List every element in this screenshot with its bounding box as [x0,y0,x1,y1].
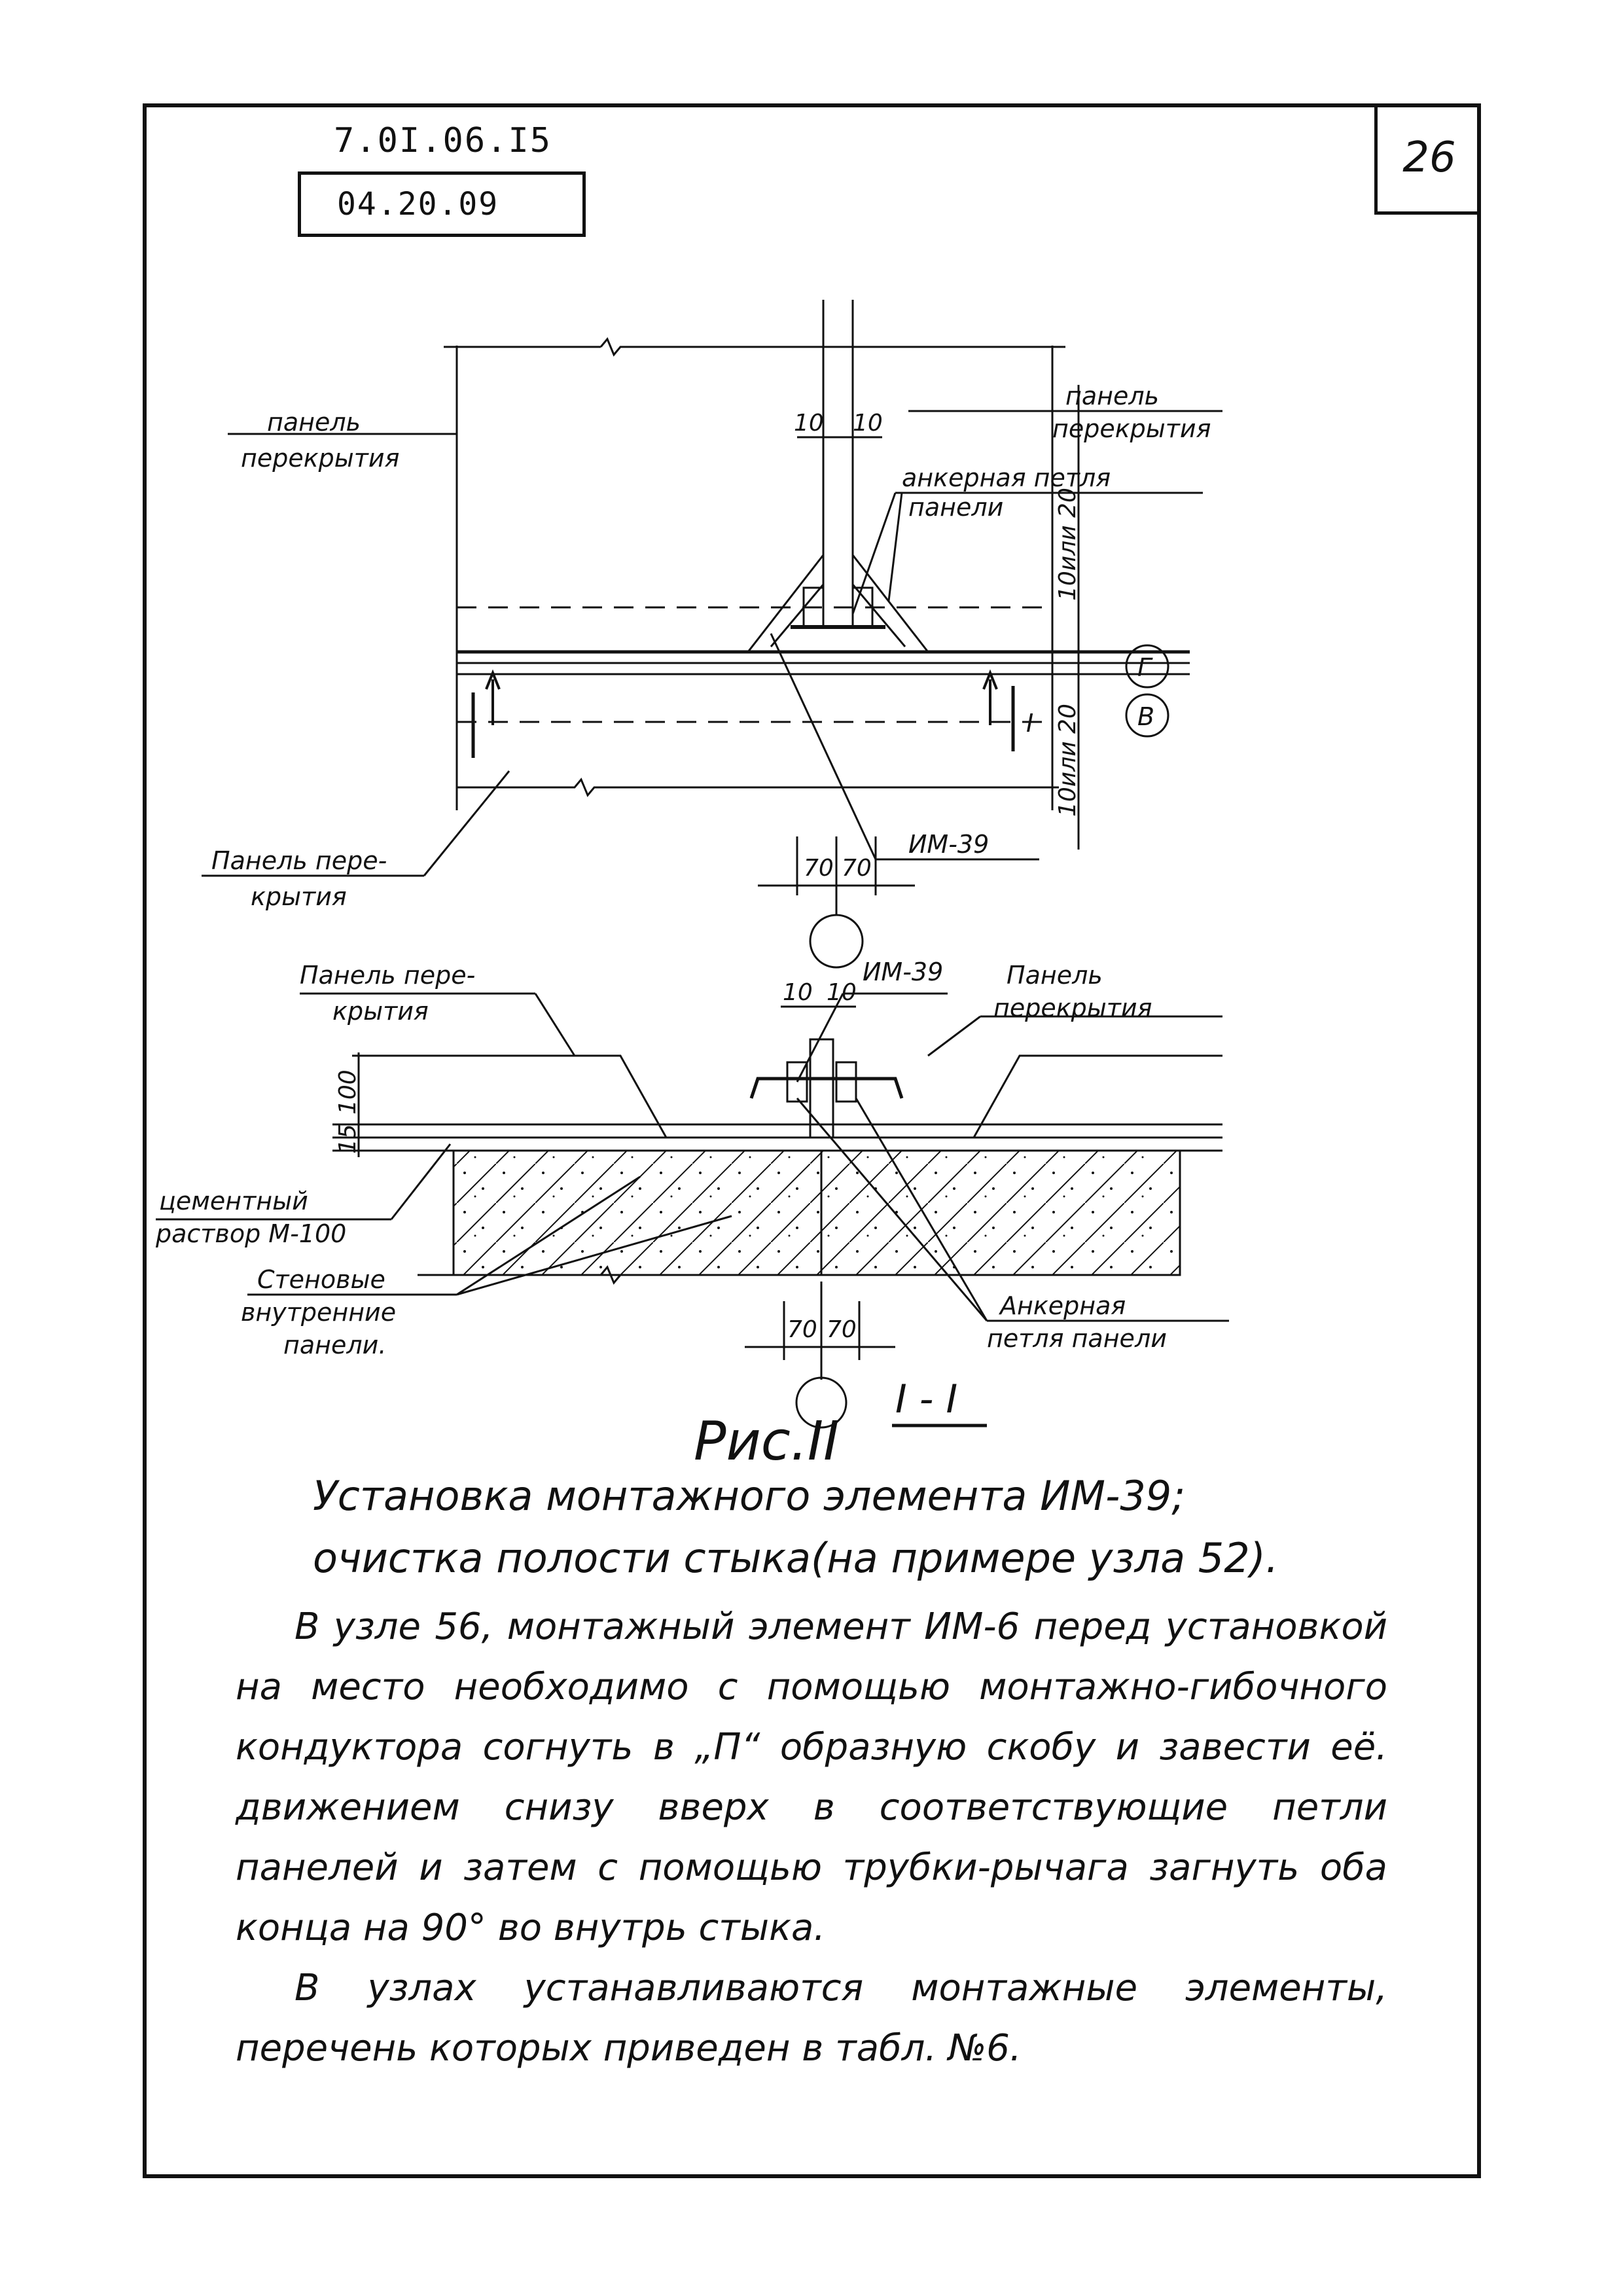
caption-line-2: очистка полости стыка(на примере узла 52… [313,1534,1279,1582]
section-mark-label: I [1026,709,1033,738]
section-arrow-right [982,669,998,725]
leader-section-panel-left-arrow [534,993,576,1056]
leader-section-panel-right-arrow [927,1015,981,1057]
section-dim-top-left: 10 [783,979,813,1006]
plan-label-panel-bottom-2: крытия [251,882,347,911]
axis-bubble-plan [809,914,864,969]
section-label-anchor-1: Анкерная [998,1291,1126,1320]
axis-bubble-g [1125,644,1169,689]
section-break-bottom [418,1265,1180,1285]
page-number: 26 [1402,133,1456,182]
section-dim-bottom-right: 70 [827,1316,857,1343]
plan-label-panel-right-1: панель [1065,382,1159,410]
dim-vertical-upper: 10или 20 [1054,488,1081,601]
plan-label-panel-left-1: панель [267,408,361,437]
plan-label-anchor-2: панели [908,493,1003,522]
body-text: В узле 56, монтажный элемент ИМ-6 перед … [236,1597,1387,2079]
leader-walls-arrows [456,1175,732,1296]
document-code: 04.20.09 [337,186,499,223]
leader-section-im39-arrow [796,993,844,1083]
plan-label-im39: ИМ-39 [908,830,989,859]
section-view: 100 15 10 10 70 70 Панель пере- крытия П… [155,958,1229,1429]
top-break-line [444,337,1065,357]
body-paragraph-2: В узлах устанавливаются монтажные элемен… [236,1967,1387,2070]
page-frame [143,103,1481,2178]
leader-im39-arrow [770,633,877,860]
document-number: 7.0I.06.I5 [334,121,552,160]
section-title: I - I [895,1376,957,1422]
axis-label-v: В [1137,702,1154,731]
section-anchor-left [786,1061,808,1103]
section-label-walls-1: Стеновые [257,1265,385,1294]
section-label-mortar-1: цементный [159,1187,308,1215]
dim-bottom-left: 70 [804,855,834,882]
plan-label-panel-right-2: перекрытия [1052,414,1211,443]
axis-label-g: Г [1137,653,1153,682]
cavity-walls [770,562,906,647]
caption-line-1: Установка монтажного элемента ИМ-39; [313,1472,1186,1520]
section-dim-bottom-left: 70 [787,1316,817,1343]
section-label-im39: ИМ-39 [863,958,943,986]
axis-bubble-v [1125,693,1169,738]
dim-bottom-right: 70 [842,855,872,882]
slab-top-outline [352,1038,1222,1139]
plan-label-panel-left-2: перекрытия [241,444,400,473]
section-label-anchor-2: петля панели [987,1324,1167,1353]
dim-vertical-lower: 10или 20 [1054,704,1081,817]
section-label-walls-2: внутренние [241,1298,396,1327]
section-label-panel-right-2: перекрытия [993,994,1152,1022]
section-label-panel-left-2: крытия [332,997,429,1026]
wall-panels-hatch [452,1149,1181,1276]
section-label-mortar-2: раствор М-100 [155,1219,346,1248]
page-number-box: 26 [1374,103,1481,215]
leader-panel-bottom-arrow [423,770,510,876]
cavity-bevels [747,554,929,653]
bottom-break-line [457,778,1059,797]
dim-top-right: 10 [853,410,883,437]
dim-height-15: 15 [334,1124,361,1154]
section-label-walls-3: панели. [283,1331,386,1359]
axis-bubble-section [795,1376,847,1429]
body-paragraph-1: В узле 56, монтажный элемент ИМ-6 перед … [236,1605,1387,1949]
section-anchor-right [835,1061,857,1103]
plan-label-panel-bottom-1: Панель пере- [211,846,387,875]
plan-view: I 70 70 10 10 10или 20 10или 20 Г В пане… [202,300,1222,969]
dim-top-left: 10 [794,410,824,437]
leader-mortar-arrow [390,1143,452,1220]
dim-height-100: 100 [334,1069,361,1115]
section-element-im39 [749,1077,904,1099]
leader-anchor-arrows [851,492,903,615]
plan-label-anchor-1: анкерная петля [902,463,1111,492]
figure-label: Рис.II [694,1410,840,1473]
technical-drawing: I 70 70 10 10 10или 20 10или 20 Г В пане… [155,300,1229,1429]
document-code-box: 04.20.09 [298,171,586,237]
section-label-panel-right-1: Панель [1007,961,1103,990]
section-arrow-left [485,669,501,725]
section-label-panel-left-1: Панель пере- [300,961,475,990]
leader-anchor-section-arrows [796,1098,988,1321]
